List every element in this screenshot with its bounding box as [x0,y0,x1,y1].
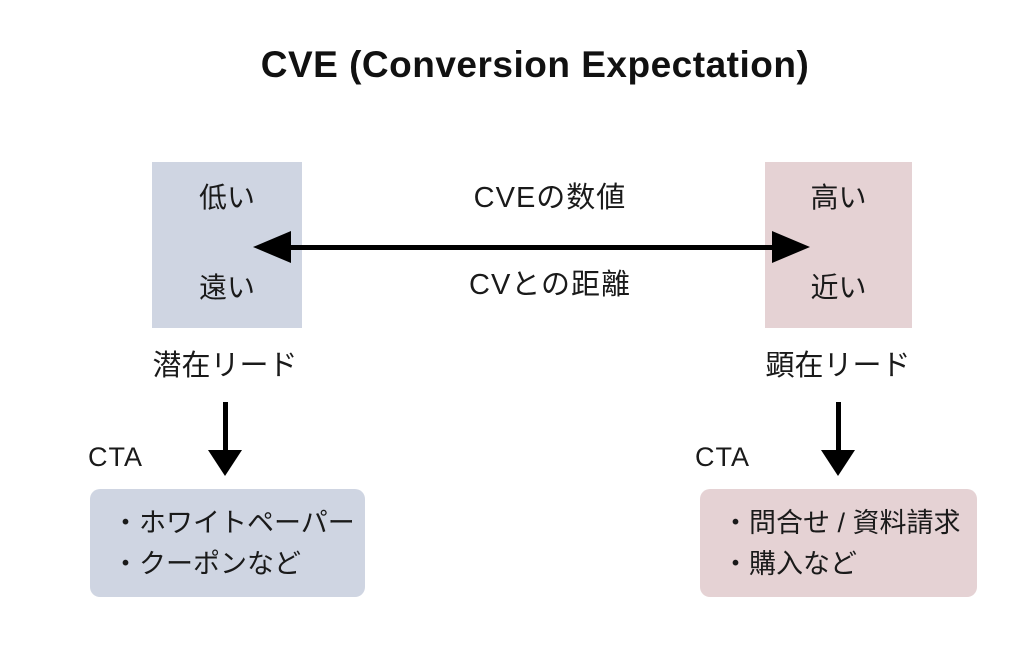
spectrum-near-distance-label: 近い [810,272,867,303]
cta-item-whitepaper: ・ホワイトペーパー [112,507,355,538]
spectrum-box-high: 高い 近い [765,162,912,328]
manifest-lead-label: 顕在リード [765,350,911,382]
cta-label-right: CTA [695,442,750,472]
axis-cve-value-label: CVEの数値 [473,182,627,214]
cta-box-manifest: ・問合せ / 資料請求 ・購入など [700,489,977,597]
spectrum-axis-line [285,245,787,250]
spectrum-far-distance-label: 遠い [198,272,255,303]
axis-cv-distance-label: CVとの距離 [469,269,631,301]
down-arrow-right-icon [821,450,855,476]
spectrum-high-value-label: 高い [810,182,867,213]
arrowhead-right-icon [772,231,810,263]
cta-label-left: CTA [88,442,143,472]
arrowhead-left-icon [253,231,291,263]
diagram-title: CVE (Conversion Expectation) [260,44,810,85]
cta-item-coupon: ・クーポンなど [112,548,301,579]
cta-item-inquiry: ・問合せ / 資料請求 [722,507,961,538]
latent-lead-label: 潜在リード [152,350,298,382]
down-arrow-left-line [223,402,228,452]
cta-box-latent: ・ホワイトペーパー ・クーポンなど [90,489,365,597]
cta-item-purchase: ・購入など [722,548,857,579]
down-arrow-right-line [836,402,841,452]
down-arrow-left-icon [208,450,242,476]
spectrum-low-value-label: 低い [198,182,255,213]
